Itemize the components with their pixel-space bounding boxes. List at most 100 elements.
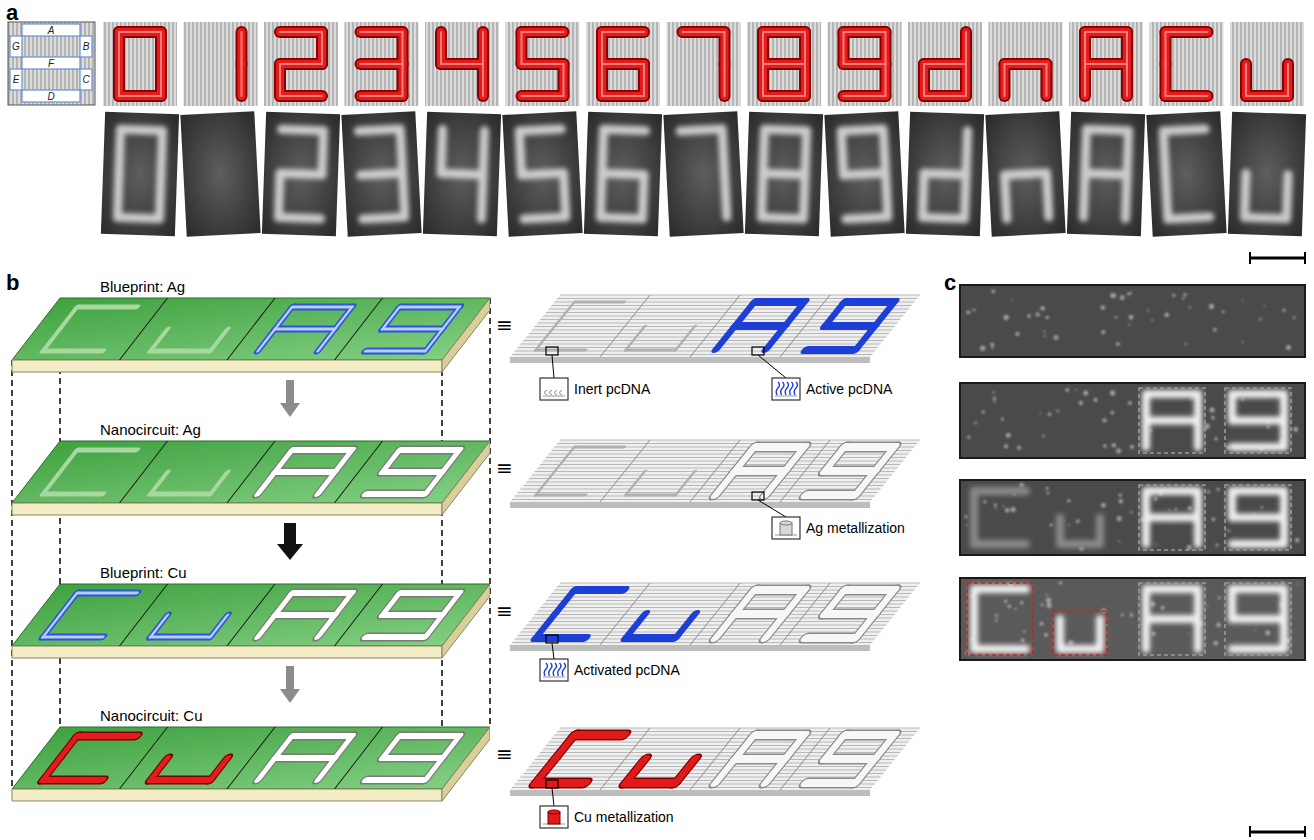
segment-bar xyxy=(400,129,402,173)
afm-noise xyxy=(966,289,1295,351)
segment-bar xyxy=(598,64,606,96)
segment-bar xyxy=(443,307,460,329)
segment-bar xyxy=(275,450,292,472)
segment-bar xyxy=(43,472,60,494)
segment-bar xyxy=(275,325,335,334)
afm-speck xyxy=(1189,306,1191,308)
afm-ground xyxy=(985,111,1065,237)
key-segment-box xyxy=(80,36,92,57)
plate-letters xyxy=(530,440,900,502)
segment-bar xyxy=(759,32,767,64)
segment-bar xyxy=(481,175,483,219)
segment-bar xyxy=(574,445,624,449)
segment-bar xyxy=(318,615,335,637)
afm-speck xyxy=(1118,540,1120,542)
active-strand xyxy=(785,382,788,395)
segment-bar xyxy=(361,31,403,33)
segment-bar xyxy=(825,302,844,326)
segment-bar xyxy=(441,129,443,173)
segment-bar xyxy=(924,63,966,65)
afm-speck xyxy=(1129,315,1134,320)
afm-speck xyxy=(1115,316,1118,319)
segment-bar xyxy=(1242,64,1250,96)
segment-bar xyxy=(763,173,805,174)
segment-bar xyxy=(1232,540,1284,548)
afm-speck xyxy=(1185,343,1188,346)
afm-speck xyxy=(1151,319,1153,321)
segment-bar xyxy=(210,615,227,637)
segment-bar xyxy=(1287,64,1289,96)
afm-ground xyxy=(101,112,179,237)
segment-bar xyxy=(275,468,335,476)
leader-line xyxy=(552,355,554,378)
segment-bar xyxy=(574,585,624,595)
afm-speck xyxy=(1172,294,1175,297)
segment-bar xyxy=(763,58,805,70)
afm-speck xyxy=(980,345,985,350)
key-segment-box xyxy=(10,69,22,90)
segment-bar xyxy=(150,615,167,637)
afm-speck xyxy=(1023,630,1026,633)
segment-bar xyxy=(1046,173,1048,217)
inset-ground xyxy=(775,396,797,397)
segment-bar xyxy=(762,64,764,96)
segment-bar xyxy=(735,735,754,759)
inset-box xyxy=(540,806,568,828)
active-strand xyxy=(549,663,552,676)
segment-bar xyxy=(763,129,765,173)
dashed-outline xyxy=(1225,485,1291,550)
segment-bar xyxy=(365,633,425,641)
plate-letters xyxy=(530,728,900,790)
segment-bar xyxy=(754,297,804,307)
segment-bar xyxy=(118,32,120,64)
segment-bar xyxy=(279,64,281,96)
segment-bar xyxy=(844,60,886,68)
afm-speck xyxy=(974,422,977,425)
callout-label: Cu metallization xyxy=(574,809,674,825)
segment-bar xyxy=(1126,32,1128,64)
segment-bar xyxy=(522,90,564,102)
afm-ground xyxy=(341,111,421,237)
plate-letters xyxy=(530,295,900,357)
segment-bar xyxy=(441,173,483,174)
afm-tile xyxy=(745,112,823,237)
segment-bar xyxy=(113,32,125,64)
segment-bar xyxy=(400,587,460,598)
segment-bar xyxy=(43,758,60,780)
afm-speck xyxy=(1183,293,1187,297)
segment-bar xyxy=(519,131,521,175)
segment-bar xyxy=(555,302,574,326)
segment-bar xyxy=(150,758,167,780)
afm-noise xyxy=(967,388,1298,454)
afm-speck xyxy=(1054,335,1059,340)
segment-bar xyxy=(482,64,484,96)
afm-digit xyxy=(117,129,162,218)
segment-bar xyxy=(43,635,103,639)
segment-bar xyxy=(278,217,320,218)
segment-bar xyxy=(966,131,968,175)
afm-tile xyxy=(824,111,904,237)
segment-bar xyxy=(964,175,966,219)
afm-digit xyxy=(239,129,244,217)
origami-tile xyxy=(425,22,499,106)
slab-top xyxy=(12,298,490,360)
segment-bar xyxy=(735,590,754,614)
slab-letters xyxy=(36,441,467,503)
segment-bar xyxy=(806,776,856,790)
afm-speck xyxy=(1295,538,1300,543)
scale-bar-tick xyxy=(1304,252,1306,264)
segment-bar xyxy=(275,736,292,758)
afm-speck xyxy=(1242,300,1244,302)
afm-speck xyxy=(1128,324,1130,326)
afm-speck xyxy=(973,309,976,312)
afm-speck xyxy=(991,289,995,293)
segment-bar xyxy=(805,131,807,175)
segment-bar xyxy=(841,129,883,131)
segment-bar xyxy=(721,32,729,64)
segment-bar xyxy=(150,774,210,785)
afm-speck xyxy=(1046,491,1049,494)
callout-marker xyxy=(752,492,764,500)
segment-bar xyxy=(1163,129,1205,131)
afm-tile xyxy=(262,112,340,237)
cell-divider xyxy=(600,440,650,502)
